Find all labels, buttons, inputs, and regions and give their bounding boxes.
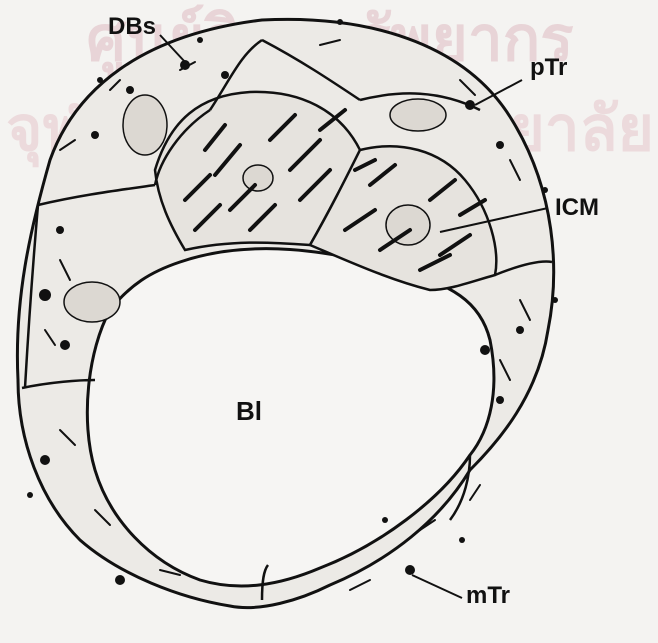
label-ptr: pTr bbox=[530, 54, 567, 81]
label-mtr: mTr bbox=[466, 582, 510, 609]
nucleus-ptr-right bbox=[390, 99, 446, 131]
blastocoel-cavity bbox=[87, 249, 494, 586]
label-icm: ICM bbox=[555, 194, 599, 221]
nucleus-icm-left bbox=[243, 165, 273, 191]
label-dbs: DBs bbox=[108, 13, 156, 40]
nucleus-mural-left bbox=[64, 282, 120, 322]
leader-mtr bbox=[412, 575, 462, 598]
nucleus-ptr-left bbox=[123, 95, 167, 155]
label-bl: Bl bbox=[236, 396, 262, 426]
nucleus-icm-right bbox=[386, 205, 430, 245]
